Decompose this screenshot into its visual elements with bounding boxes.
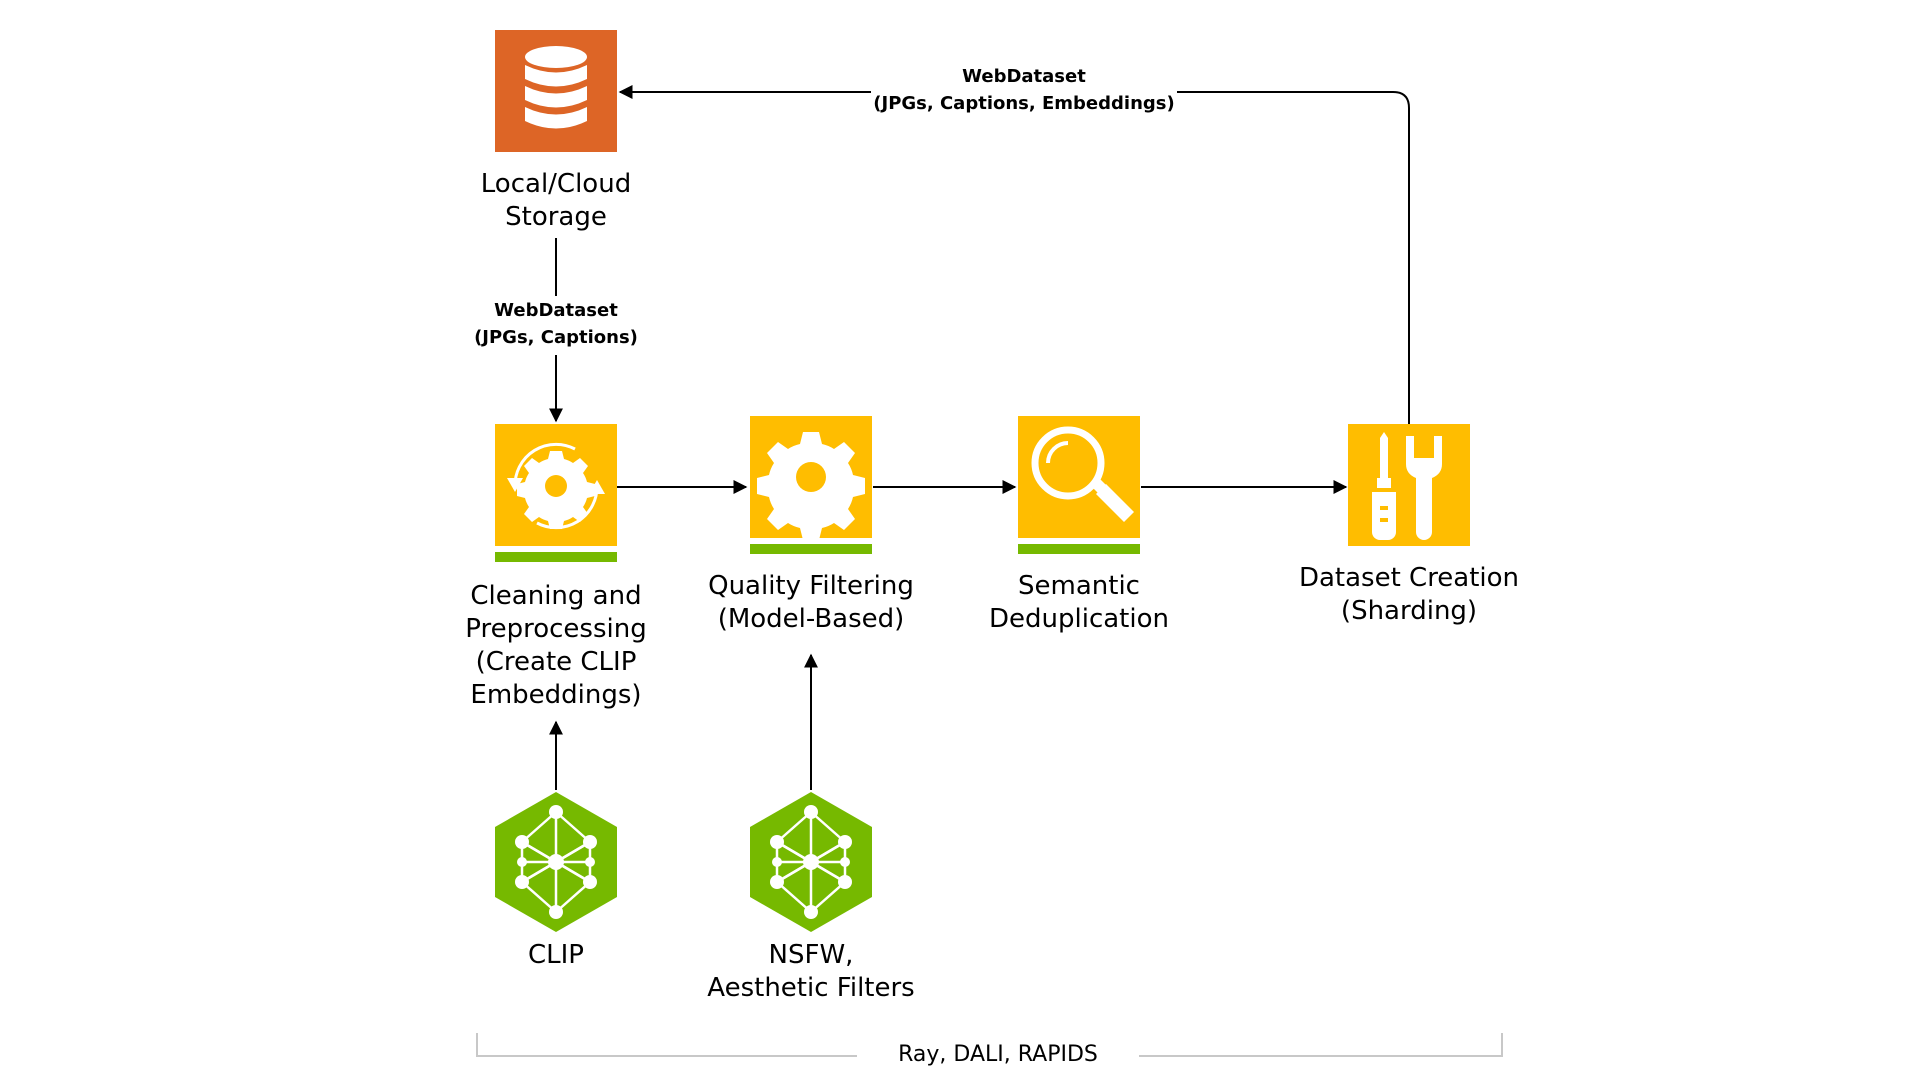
- nsfw-label: NSFW, Aesthetic Filters: [707, 940, 915, 1003]
- clip-label: CLIP: [528, 940, 584, 970]
- cleaning-node: [495, 424, 617, 562]
- storage-label: Local/Cloud Storage: [480, 169, 632, 232]
- clip-node: [495, 792, 617, 932]
- dedup-node: [1018, 416, 1140, 554]
- gear-icon: [757, 432, 865, 540]
- nsfw-node: [750, 792, 872, 932]
- database-icon: [525, 46, 587, 129]
- quality-label: Quality Filtering (Model-Based): [708, 571, 914, 634]
- dedup-label: Semantic Deduplication: [989, 571, 1169, 634]
- connectors: [549, 85, 1410, 790]
- tools-icon: [1372, 432, 1442, 540]
- cleaning-label: Cleaning and Preprocessing (Create CLIP …: [465, 581, 647, 710]
- storage-node: [495, 30, 617, 152]
- edge-label-to-cleaning: WebDataset (JPGs, Captions): [474, 300, 638, 348]
- connector-dataset-up: [1177, 91, 1410, 424]
- quality-node: [750, 416, 872, 554]
- dataset-node: [1348, 424, 1470, 546]
- magnifier-icon: [1031, 426, 1134, 522]
- dataset-label: Dataset Creation (Sharding): [1298, 563, 1520, 626]
- edge-label-back-to-storage: WebDataset (JPGs, Captions, Embeddings): [873, 66, 1175, 114]
- gear-cycle-icon: [507, 442, 605, 530]
- footer-label: Ray, DALI, RAPIDS: [857, 1041, 1139, 1069]
